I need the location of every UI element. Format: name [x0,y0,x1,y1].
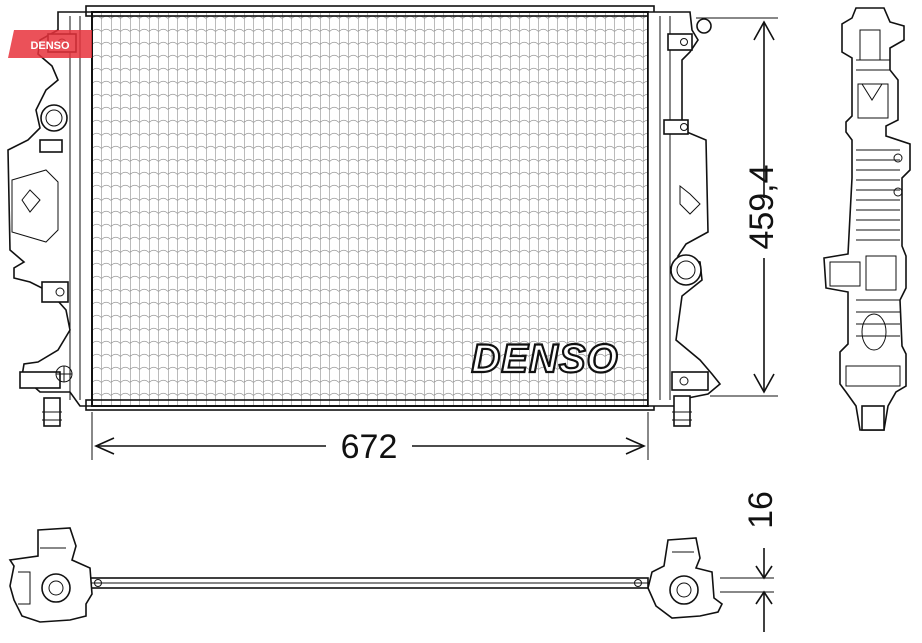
watermark-logo: DENSO [8,30,92,58]
brand-logo: DENSO [471,337,618,381]
radiator-core [85,5,655,411]
side-view [823,7,911,431]
depth-dimension: 16 [720,491,780,632]
left-tank [7,11,93,427]
front-view: DENSO [7,5,722,427]
width-dimension-label: 672 [341,428,398,466]
watermark-text: DENSO [30,40,70,52]
depth-dimension-label: 16 [742,491,780,529]
top-view [8,527,724,623]
right-tank [647,11,722,427]
width-dimension: 672 [91,412,649,466]
height-dimension-label: 459,4 [743,164,781,249]
height-dimension: 459,4 [696,17,781,397]
